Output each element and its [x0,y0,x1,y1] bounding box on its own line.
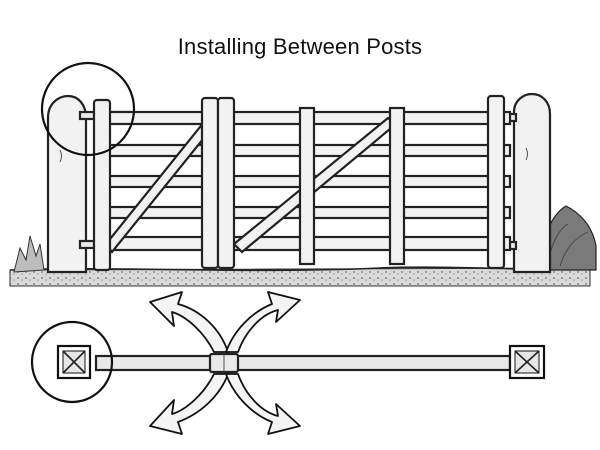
swing-arrows [149,291,301,435]
plan-left-post [56,344,92,380]
arrow-up-left-icon [149,291,229,353]
page-title: Installing Between Posts [177,34,423,59]
hinge-highlight-circle [40,61,136,157]
arrow-down-right-icon [225,373,301,435]
plan-right-post [508,344,546,380]
left-leaf-plan [94,354,220,372]
gate-stiles [92,94,506,272]
arrow-down-left-icon [149,373,229,435]
gate-elevation [9,61,597,287]
left-shrub [13,235,45,273]
arrow-up-right-icon [225,291,301,353]
right-leaf-plan [230,354,512,372]
gate-plan-view [30,291,546,435]
ground-line [9,267,591,287]
plan-hinge-circle [30,320,114,404]
right-post [512,92,552,274]
